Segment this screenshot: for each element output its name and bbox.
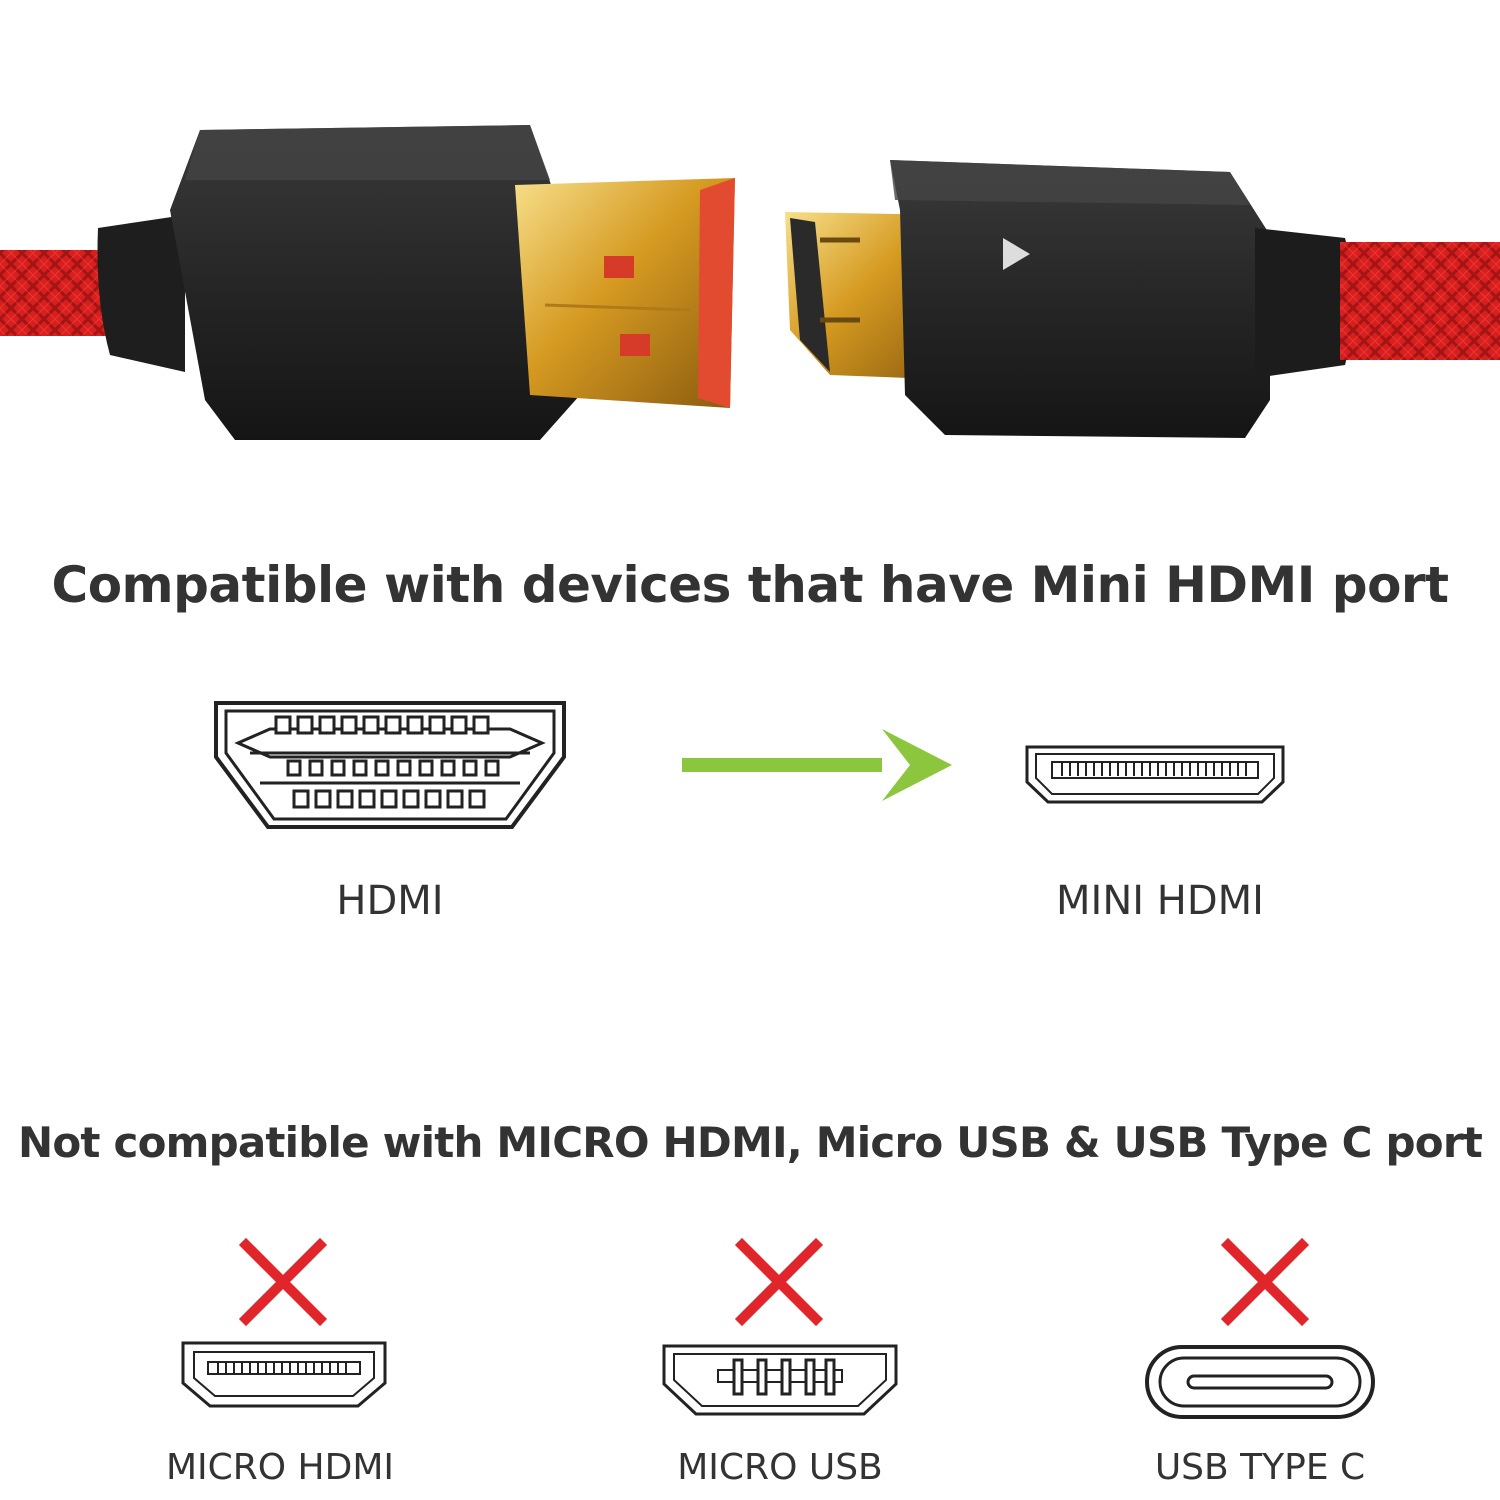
mini-hdmi-connector — [785, 160, 1500, 438]
compatible-headline: Compatible with devices that have Mini H… — [51, 556, 1450, 614]
cross-icon — [1220, 1237, 1310, 1327]
micro-hdmi-port-icon — [181, 1341, 387, 1408]
hdmi-port-icon — [214, 701, 566, 829]
mini-hdmi-port-icon — [1025, 745, 1285, 804]
left-strain-relief — [97, 215, 185, 372]
micro-usb-label: MICRO USB — [677, 1447, 883, 1488]
not-compatible-headline: Not compatible with MICRO HDMI, Micro US… — [17, 1118, 1483, 1167]
triangle-icon — [1003, 238, 1030, 270]
cable-product-photo — [0, 125, 1500, 440]
mini-hdmi-label: MINI HDMI — [1056, 878, 1264, 924]
hdmi-connector — [170, 125, 735, 440]
arrow-right-icon — [682, 729, 952, 801]
hdmi-label: HDMI — [336, 878, 444, 924]
usb-type-c-port-icon — [1145, 1345, 1375, 1419]
micro-usb-port-icon — [662, 1344, 898, 1416]
usb-type-c-label: USB TYPE C — [1154, 1447, 1366, 1488]
cross-icon — [734, 1237, 824, 1327]
cross-icon — [238, 1237, 328, 1327]
micro-hdmi-label: MICRO HDMI — [165, 1447, 395, 1488]
